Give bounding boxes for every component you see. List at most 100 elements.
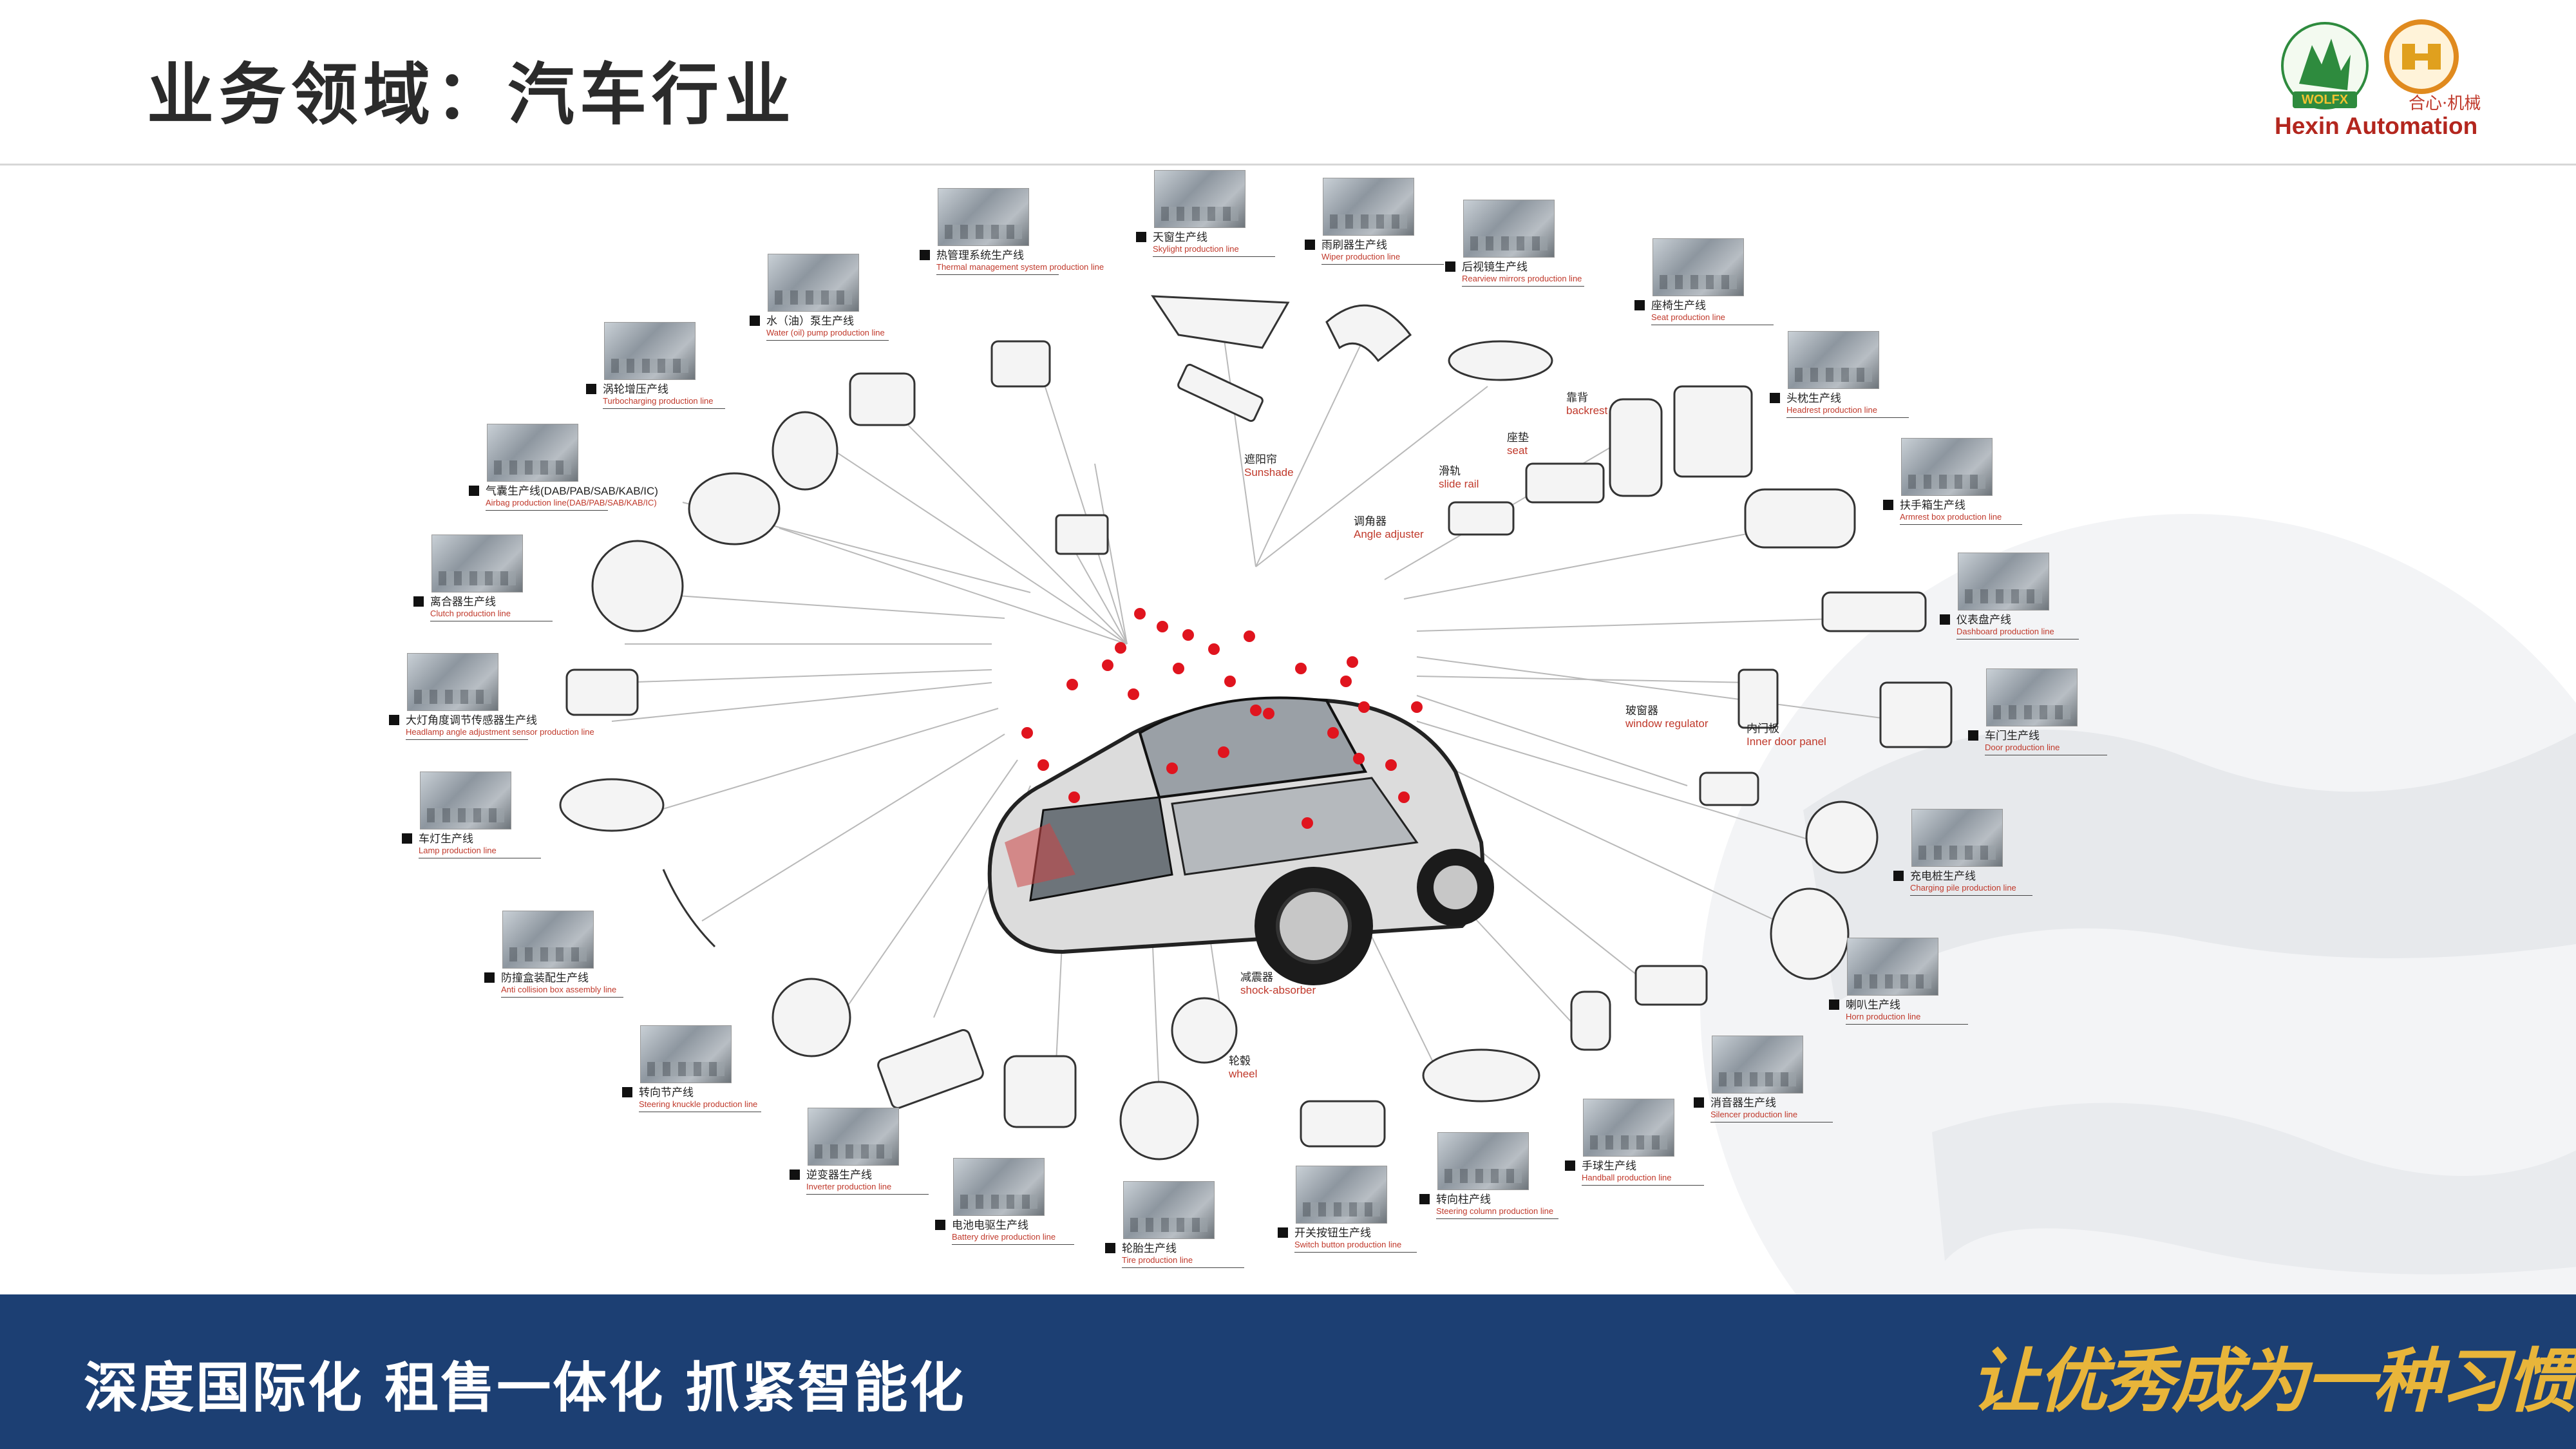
label-underline: [952, 1244, 1074, 1245]
header: 业务领域：汽车行业 WOLFX 合心·机械 Hexin Automation: [0, 0, 2576, 166]
bullet-square: [935, 1220, 945, 1230]
label-underline: [501, 996, 623, 998]
station-photo: [1958, 553, 2049, 611]
station-photo: [502, 911, 594, 969]
station-photo: [1712, 1036, 1803, 1094]
station-photo: [420, 772, 511, 829]
hexin-logo: [2384, 19, 2459, 94]
wolfx-logo-text: WOLFX: [2302, 93, 2349, 107]
station-photo: [953, 1158, 1045, 1216]
label-underline: [766, 339, 889, 341]
station-photo: [407, 653, 498, 711]
label-underline: [1436, 1218, 1558, 1219]
station-photo: [1847, 938, 1938, 996]
station-photo: [1296, 1166, 1387, 1224]
bullet-square: [1445, 261, 1455, 272]
bullet-square: [920, 250, 930, 260]
car-xray-illustration: [987, 608, 1494, 985]
bullet-square: [469, 486, 479, 496]
label-underline: [603, 408, 725, 409]
component-sketches: [559, 295, 1953, 1160]
label-underline: [1321, 263, 1444, 265]
bullet-square: [1829, 999, 1839, 1010]
page-title: 业务领域：汽车行业: [147, 55, 797, 134]
bullet-square: [1968, 730, 1978, 741]
bullet-square: [1634, 300, 1645, 310]
label-underline: [1122, 1267, 1244, 1268]
label-underline: [406, 739, 528, 740]
bullet-square: [1136, 232, 1146, 242]
label-underline: [1462, 285, 1584, 287]
bullet-square: [750, 316, 760, 326]
label-underline: [1900, 524, 2022, 525]
bullet-square: [1305, 240, 1315, 250]
bullet-square: [1565, 1160, 1575, 1171]
station-photo: [1986, 668, 2078, 726]
label-underline: [1294, 1251, 1417, 1253]
station-photo: [1323, 178, 1414, 236]
bullet-square: [586, 384, 596, 394]
bullet-square: [1694, 1097, 1704, 1108]
bullet-square: [1105, 1243, 1115, 1253]
station-photo: [1123, 1181, 1215, 1239]
header-divider: [0, 164, 2576, 166]
station-photo: [768, 254, 859, 312]
calligraphy-motto: 让优秀成为一种习惯: [1971, 1341, 2576, 1422]
footer-banner: 深度国际化 租售一体化 抓紧智能化 让优秀成为一种习惯: [0, 1294, 2576, 1449]
label-underline: [1786, 417, 1909, 418]
bullet-square: [402, 833, 412, 844]
wolfx-logo: WOLFX: [2281, 22, 2369, 109]
bullet-square: [1940, 614, 1950, 625]
station-photo: [1911, 809, 2003, 867]
station-photo: [1901, 438, 1993, 496]
station-photo: [808, 1108, 899, 1166]
bullet-square: [1893, 871, 1904, 881]
bullet-square: [1770, 393, 1780, 403]
station-photo: [640, 1025, 732, 1083]
brand-name: Hexin Automation: [2275, 113, 2478, 139]
station-photo: [938, 188, 1029, 246]
brand-name-cn: 合心·机械: [2409, 94, 2481, 113]
station-photo: [1154, 170, 1245, 228]
bullet-square: [413, 596, 424, 607]
label-underline: [806, 1193, 929, 1195]
label-underline: [1582, 1184, 1704, 1186]
station-photo: [487, 424, 578, 482]
bullet-square: [1883, 500, 1893, 510]
station-photo: [1437, 1132, 1529, 1190]
station-photo: [1788, 331, 1879, 389]
bullet-square: [1419, 1194, 1430, 1204]
bullet-square: [389, 715, 399, 725]
label-underline: [1910, 895, 2032, 896]
station-airbag: 气囊生产线(DAB/PAB/SAB/KAB/IC)Airbag producti…: [469, 424, 658, 511]
